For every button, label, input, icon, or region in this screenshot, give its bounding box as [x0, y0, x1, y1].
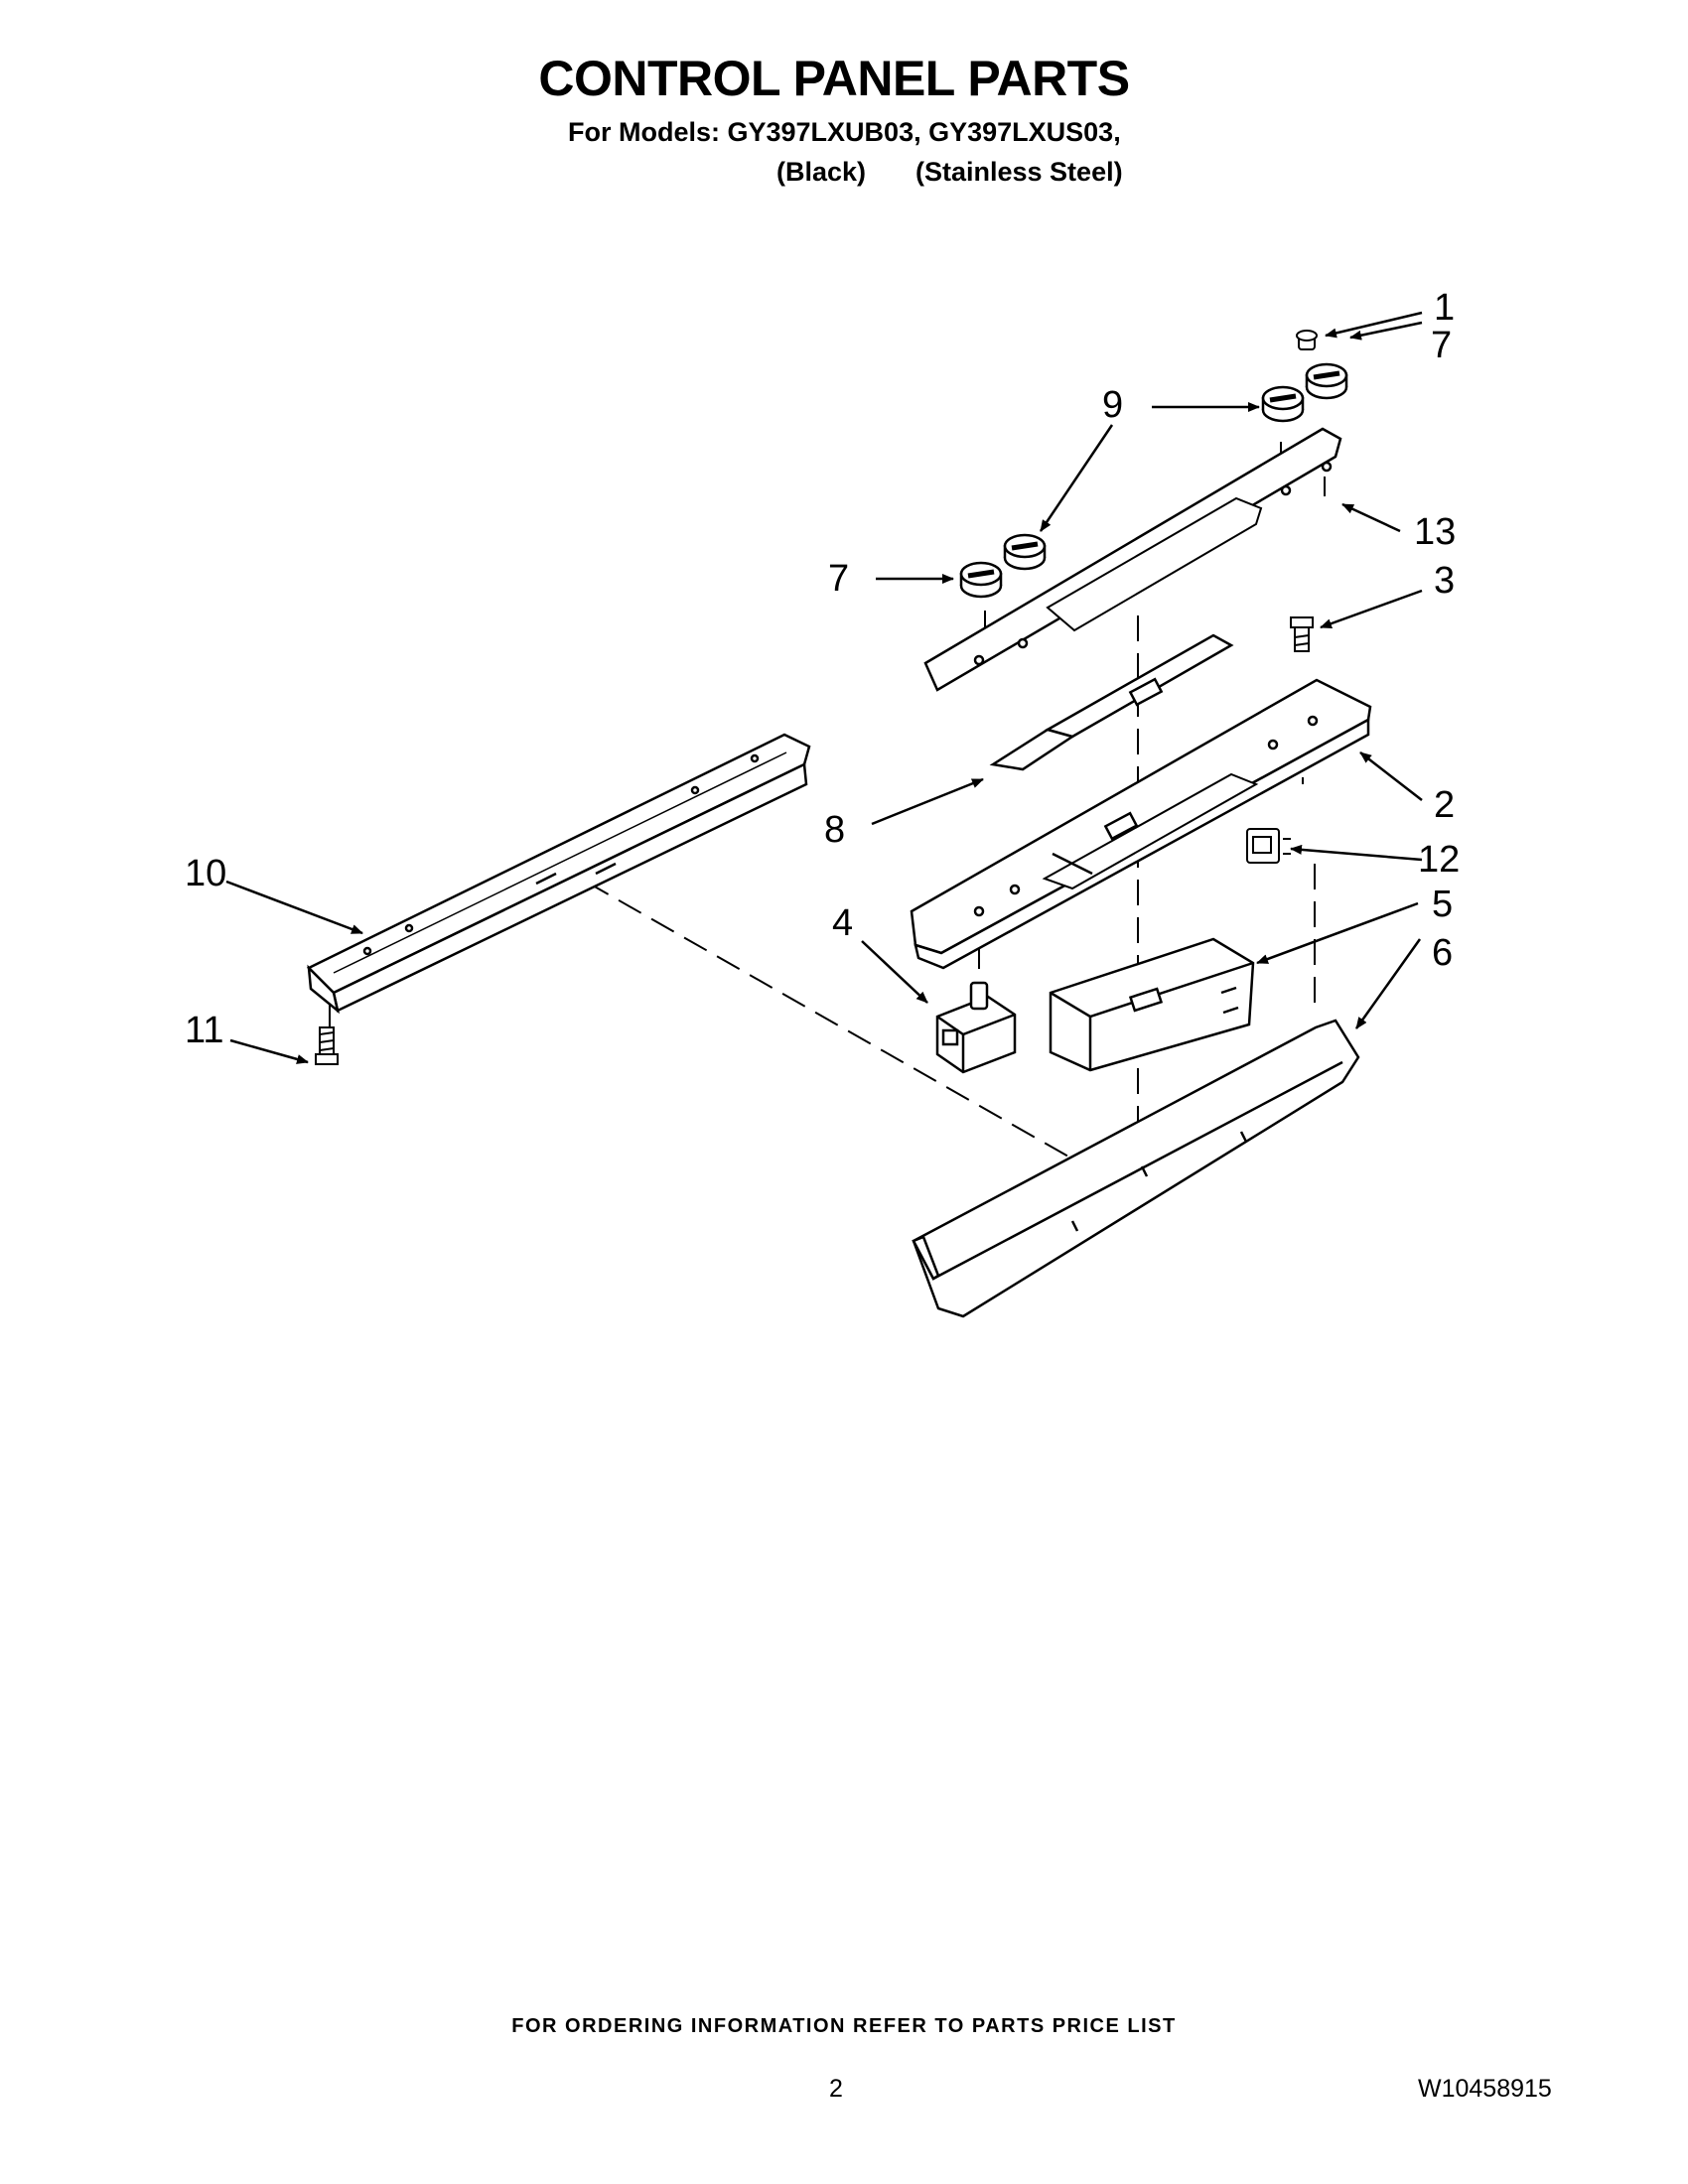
callout-10: 10 — [185, 853, 226, 894]
knob-7-right — [1305, 362, 1348, 400]
callout-6: 6 — [1432, 932, 1453, 974]
callout-8: 8 — [824, 809, 845, 851]
callout-3: 3 — [1434, 560, 1455, 602]
ordering-note: FOR ORDERING INFORMATION REFER TO PARTS … — [511, 2015, 1177, 2037]
page-title: CONTROL PANEL PARTS — [538, 51, 1130, 106]
part-12-switch — [1246, 828, 1291, 864]
callout-7-left: 7 — [828, 558, 849, 600]
part-8-display-membrane — [989, 633, 1234, 771]
knob-9-left — [1003, 533, 1047, 571]
color-label-black: (Black) — [776, 157, 867, 187]
callout-7-right: 7 — [1431, 325, 1452, 366]
callout-1: 1 — [1434, 287, 1455, 329]
knob-9-right — [1261, 385, 1305, 423]
part-10-mounting-rail — [306, 733, 811, 1015]
knob-7-left — [959, 561, 1003, 599]
models-line: For Models: GY397LXUB03, GY397LXUS03, — [568, 117, 1121, 147]
document-number: W10458915 — [1418, 2075, 1552, 2103]
color-label-stainless: (Stainless Steel) — [915, 157, 1123, 187]
part-2-console-frame — [910, 678, 1372, 970]
callout-arrows — [225, 311, 1423, 1064]
callout-13: 13 — [1414, 511, 1456, 553]
part-6-bottom-trim — [912, 1019, 1360, 1318]
callout-labels: 1 7 9 13 7 3 2 8 12 10 4 5 6 11 — [185, 287, 1460, 1051]
callout-12: 12 — [1418, 839, 1460, 881]
callout-9: 9 — [1102, 384, 1123, 426]
callout-11: 11 — [185, 1010, 223, 1051]
part-13-panel-overlay — [923, 427, 1342, 692]
part-5-control-board — [1049, 937, 1255, 1072]
part-4-rotary-switch — [935, 981, 1017, 1074]
callout-4: 4 — [832, 902, 853, 944]
part-11-screw — [315, 1026, 339, 1065]
callout-2: 2 — [1434, 784, 1455, 826]
part-3-screw — [1290, 616, 1314, 652]
part-1-cap — [1296, 330, 1318, 350]
page-number: 2 — [829, 2075, 843, 2103]
callout-5: 5 — [1432, 884, 1453, 925]
